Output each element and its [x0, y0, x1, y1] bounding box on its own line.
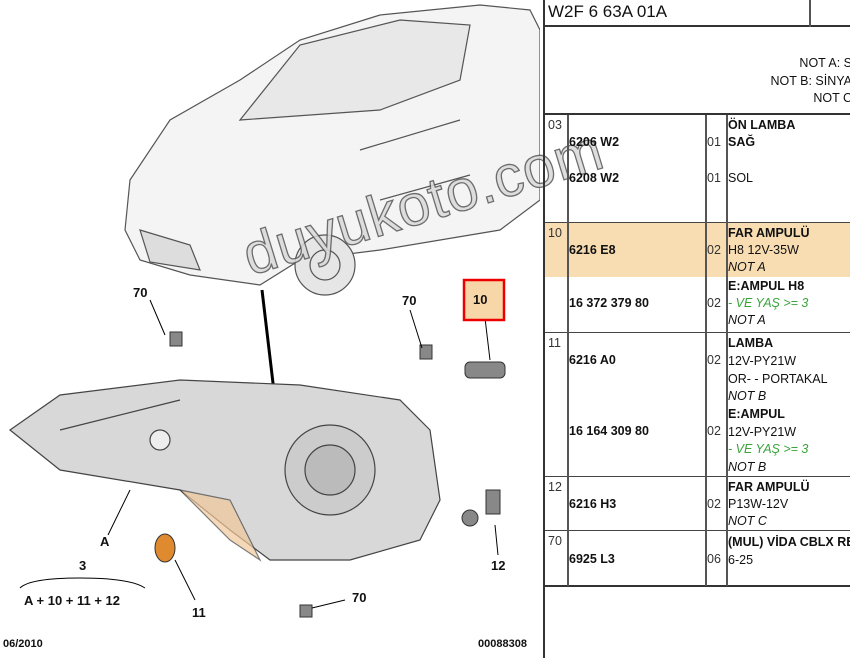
headlamp-outline — [8, 379, 441, 562]
condition: - VE YAŞ >= 3 — [728, 296, 809, 310]
quantity: 01 — [707, 171, 721, 185]
column-divider — [705, 115, 707, 586]
diagram-date: 06/2010 — [3, 638, 43, 650]
callout-10[interactable]: 10 — [473, 292, 488, 307]
quantity: 06 — [707, 552, 721, 566]
quantity: 02 — [707, 296, 721, 310]
description: 12V-PY21W — [728, 425, 797, 439]
callout-70[interactable]: 70 — [402, 293, 417, 308]
quantity: 02 — [707, 424, 721, 438]
callout-3[interactable]: 3 — [79, 558, 87, 573]
ref-number: 12 — [548, 480, 562, 494]
ref-number: 70 — [548, 534, 562, 548]
description: FAR AMPULÜ — [728, 480, 810, 494]
part-number[interactable]: 6208 W2 — [569, 171, 620, 185]
note-ref: NOT A — [728, 313, 766, 327]
note-c: NOT C — [813, 91, 850, 105]
part-number[interactable]: 6216 E8 — [569, 243, 616, 257]
table-header: W2F 6 63A 01A — [545, 0, 850, 27]
quantity: 02 — [707, 497, 721, 511]
description: LAMBA — [728, 336, 774, 350]
table-row[interactable]: 03 6206 W2 01 6208 W2 01 ÖN LAMBA SAĞ SO… — [545, 115, 850, 223]
quantity: 02 — [707, 353, 721, 367]
exploded-view-drawing — [8, 4, 541, 618]
column-divider — [567, 115, 569, 586]
description: H8 12V-35W — [728, 243, 799, 257]
part-number[interactable]: 16 164 309 80 — [569, 424, 649, 438]
condition: - VE YAŞ >= 3 — [728, 442, 809, 456]
ref-number: 03 — [548, 118, 562, 132]
table-row-highlighted[interactable]: 10 6216 E8 02 FAR AMPULÜ H8 12V-35W NOT … — [545, 223, 850, 277]
part-number[interactable]: 6216 H3 — [569, 497, 617, 511]
note-ref: NOT C — [728, 514, 767, 528]
catalog-code: W2F 6 63A 01A — [548, 2, 668, 21]
callout-a[interactable]: A — [100, 534, 110, 549]
diagram-ref: 00088308 — [478, 638, 527, 650]
description: FAR AMPULÜ — [728, 226, 810, 240]
note-ref: NOT B — [728, 389, 767, 403]
description: E:AMPUL H8 — [728, 279, 805, 293]
description: SAĞ — [728, 135, 756, 149]
description: SOL — [728, 171, 754, 185]
note-a: NOT A: S — [799, 56, 850, 70]
table-row[interactable]: 70 6925 L3 06 (MUL) VİDA CBLX RE 6-25 — [545, 531, 850, 587]
note-b: NOT B: SİNYA — [770, 74, 850, 88]
quantity: 02 — [707, 243, 721, 257]
highlight-box-10 — [462, 278, 506, 322]
car-outline — [124, 4, 541, 296]
description: ÖN LAMBA — [728, 118, 796, 132]
description: 6-25 — [728, 553, 754, 567]
ref-number: 10 — [548, 226, 562, 240]
callout-12[interactable]: 12 — [491, 558, 506, 573]
table-row[interactable]: 11 6216 A0 02 16 164 309 80 02 LAMBA 12V… — [545, 333, 850, 477]
column-divider — [726, 115, 728, 586]
notes: NOT A: S NOT B: SİNYA NOT C — [545, 27, 850, 115]
note-ref: NOT A — [728, 260, 766, 274]
part-number[interactable]: 6925 L3 — [569, 552, 615, 566]
callout-70[interactable]: 70 — [133, 285, 148, 300]
part-number[interactable]: 6216 A0 — [569, 353, 616, 367]
ref-number: 11 — [548, 336, 561, 350]
callout-70[interactable]: 70 — [352, 590, 367, 605]
table-row[interactable]: 16 372 379 80 02 E:AMPUL H8 - VE YAŞ >= … — [545, 277, 850, 333]
callout-kit-composition: A + 10 + 11 + 12 — [24, 593, 121, 608]
bulbs — [154, 331, 506, 618]
quantity: 01 — [707, 135, 721, 149]
table-row[interactable]: 12 6216 H3 02 FAR AMPULÜ P13W-12V NOT C — [545, 477, 850, 531]
parts-table: W2F 6 63A 01A NOT A: S NOT B: SİNYA NOT … — [543, 0, 850, 658]
description: P13W-12V — [728, 497, 789, 511]
leader-lines — [19, 299, 499, 609]
part-number[interactable]: 16 372 379 80 — [569, 296, 649, 310]
description: 12V-PY21W — [728, 354, 797, 368]
parts-diagram: 70 70 10 A 3 A + 10 + 11 + 12 11 70 12 0… — [3, 4, 612, 650]
part-number[interactable]: 6206 W2 — [569, 135, 620, 149]
description: (MUL) VİDA CBLX RE — [728, 535, 850, 549]
description: E:AMPUL — [728, 407, 785, 421]
note-ref: NOT B — [728, 460, 767, 474]
description: OR- - PORTAKAL — [728, 372, 828, 386]
callout-11[interactable]: 11 — [192, 605, 206, 620]
